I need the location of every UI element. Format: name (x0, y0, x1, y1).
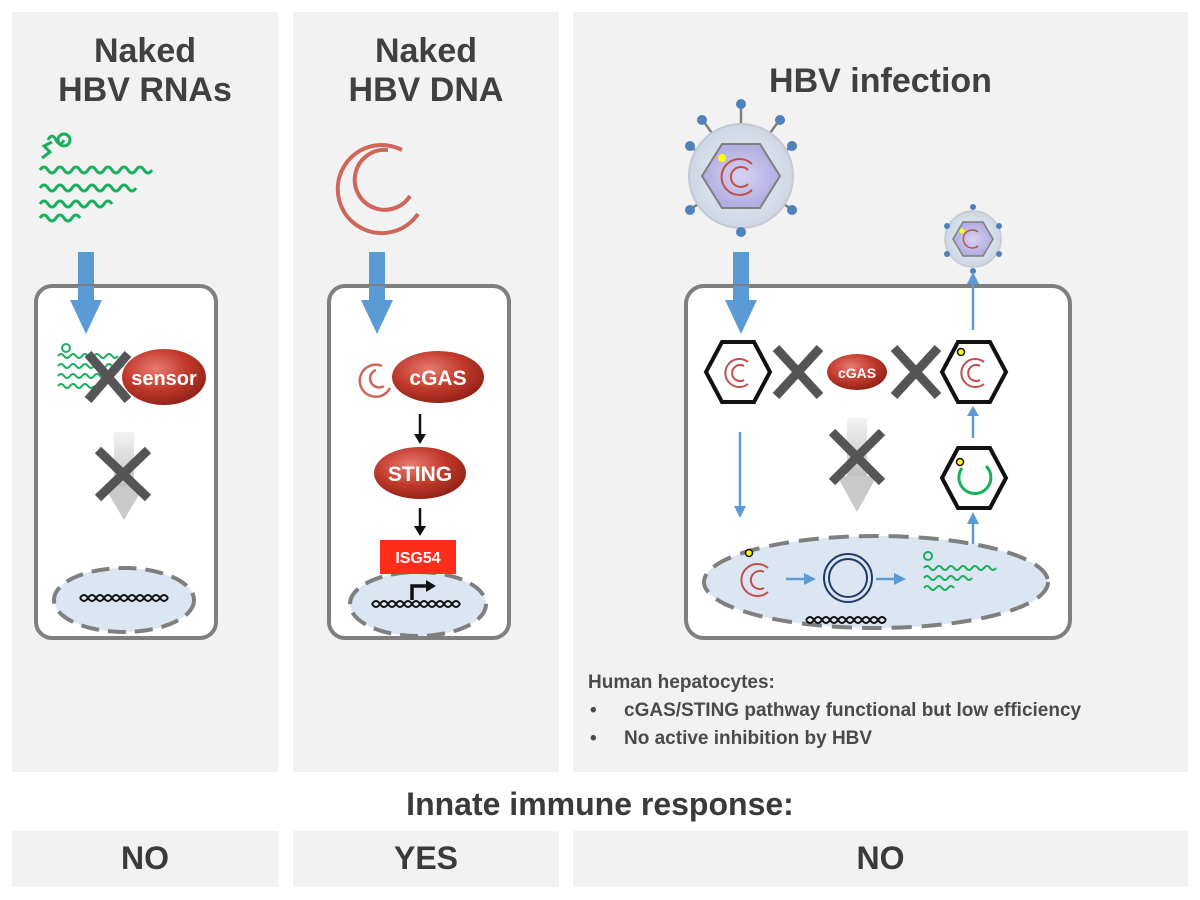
cgas-protein-small (827, 354, 887, 390)
isg54-label: ISG54 (395, 550, 440, 567)
transcription-start-arrow (410, 584, 428, 600)
notes-item-text: No active inhibition by HBV (624, 728, 873, 749)
hbv-virion-small-icon (944, 204, 1002, 274)
cgas-label: cGAS (409, 367, 466, 390)
sensor-label: sensor (131, 368, 197, 390)
hbv-virion-icon (685, 99, 797, 237)
notes-item-text: cGAS/STING pathway functional but low ef… (624, 700, 1082, 721)
response-title: Innate immune response: (406, 786, 794, 822)
panel-title-infection: HBV infection (573, 62, 1188, 101)
sting-label: STING (388, 463, 452, 486)
hepatocyte-notes: Human hepatocytes: • cGAS/STING pathway f… (588, 672, 1081, 750)
sensor-protein (122, 349, 206, 405)
nucleus-dna (348, 570, 488, 638)
sting-protein (374, 447, 466, 499)
nucleus-infection (702, 534, 1050, 630)
result-dna: YES (393, 840, 459, 876)
capsid-pgrna-icon (939, 446, 1009, 510)
viral-rna-icon (923, 551, 997, 591)
panel-title-infection-line1: HBV infection (769, 62, 992, 100)
panel-title-dna-line2: HBV DNA (348, 71, 504, 110)
panel-title-dna-line1: Naked (374, 32, 478, 70)
dna-small-icon (358, 363, 392, 398)
result-box-rna (12, 831, 278, 887)
chromosomal-dna-icon (79, 594, 169, 602)
cgas-protein (392, 351, 484, 403)
panel-title-rna: Naked HBV RNAs (12, 32, 278, 110)
notes-heading: Human hepatocytes: (588, 672, 775, 693)
result-rna: NO (121, 840, 169, 876)
block-cross-icon (94, 446, 152, 502)
capsid-left-icon (703, 340, 773, 404)
panel-title-rna-line1: Naked (93, 32, 197, 70)
panel-title-dna: Naked HBV DNA (293, 32, 559, 110)
block-cross-icon (772, 344, 824, 400)
hbv-dna-circle-icon (335, 143, 420, 236)
block-cross-icon (890, 344, 942, 400)
cccdna-icon (823, 553, 873, 603)
bullet-glyph: • (590, 728, 597, 749)
notes-list: • cGAS/STING pathway functional but low e… (588, 700, 1081, 750)
notes-item: • cGAS/STING pathway functional but low e… (588, 700, 1081, 722)
notes-item: • No active inhibition by HBV (588, 728, 1081, 750)
rna-molecules-icon (38, 132, 154, 223)
capsid-right-icon (939, 340, 1009, 404)
block-cross-icon (828, 428, 886, 486)
result-box-infection (573, 831, 1188, 887)
isg54-box (380, 540, 456, 574)
result-infection: NO (856, 840, 905, 876)
result-box-dna (293, 831, 559, 887)
chromosomal-dna-icon (371, 600, 461, 608)
cgas-small-label: cGAS (838, 365, 876, 381)
panel-title-rna-line2: HBV RNAs (58, 71, 232, 110)
bullet-glyph: • (590, 700, 597, 721)
chromosomal-dna-icon (805, 616, 887, 624)
block-cross-icon (84, 351, 132, 403)
rcdna-icon (740, 563, 769, 597)
